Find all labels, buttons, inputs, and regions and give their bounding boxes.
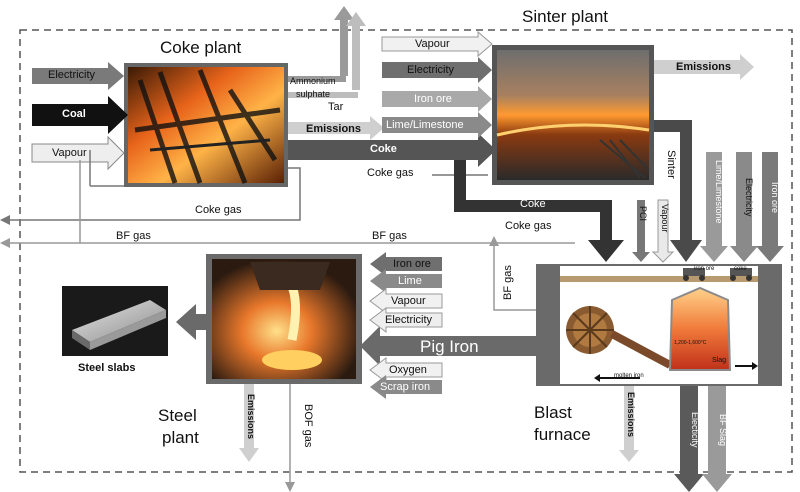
sinter-coke-label: Coke (520, 198, 546, 210)
bf-electricity-label: Electicity (690, 412, 700, 448)
blast-furnace-title-1: Blast (534, 403, 572, 422)
bf-input-lime: Lime/Limestone (714, 160, 724, 224)
steel-output-arrows (239, 384, 295, 492)
sketch-slag: Slag (712, 357, 727, 364)
steel-input-electricity: Electricity (385, 314, 433, 326)
coke-gas-lines (0, 150, 301, 225)
coke-input-arrows (31, 62, 128, 171)
coke-gas-label-2: Coke gas (195, 204, 242, 216)
blast-furnace-panel (536, 264, 782, 386)
bf-slag-label: BF Slag (718, 414, 728, 447)
system-boundary (19, 29, 793, 473)
ammonium-label-2: sulphate (296, 89, 331, 99)
pig-iron-label: Pig Iron (420, 337, 479, 356)
steel-plant-title-2: plant (162, 428, 199, 447)
bf-input-arrows (632, 152, 784, 263)
bf-gas-label-1: BF gas (116, 230, 151, 242)
coke-to-bf-arrow (454, 160, 624, 262)
steel-slabs-image (62, 286, 168, 356)
bf-input-electricity: Electricity (744, 178, 754, 217)
steel-input-iron-ore: Iron ore (393, 258, 431, 270)
coke-plant-title: Coke plant (160, 38, 242, 57)
sinter-input-iron-ore: Iron ore (414, 93, 452, 105)
blast-furnace-title-2: furnace (534, 425, 591, 444)
steel-input-arrows (369, 252, 443, 399)
steel-slabs-label: Steel slabs (78, 362, 136, 374)
bof-gas-label: BOF gas (302, 404, 314, 448)
steel-emissions-label: Emissions (246, 394, 256, 440)
sketch-coke: coke (734, 266, 747, 272)
coke-main-arrow (288, 133, 496, 167)
coke-plant-image (124, 63, 288, 187)
bf-input-iron-ore: Iron ore (770, 182, 780, 214)
sinter-input-vapour: Vapour (415, 38, 450, 50)
tar-label: Tar (328, 101, 344, 113)
pig-iron-arrow (360, 326, 536, 366)
coke-emissions-arrow (288, 116, 384, 140)
sinter-input-electricity: Electricity (407, 64, 455, 76)
steel-input-lime: Lime (398, 275, 422, 287)
sinter-plant-image (492, 45, 654, 185)
bf-output-arrows (619, 386, 732, 492)
bf-gas-lines (0, 160, 575, 311)
coke-input-vapour: Vapour (52, 147, 87, 159)
bf-input-pci: PCI (638, 206, 648, 222)
steel-input-scrap: Scrap iron (380, 381, 431, 393)
steel-plant-image (206, 254, 362, 384)
sketch-iron-ore: iron ore (694, 266, 715, 272)
sinter-input-arrows (381, 30, 493, 138)
sinter-input-lime: Lime/Limestone (386, 119, 464, 131)
coke-emissions-label: Emissions (306, 123, 362, 135)
sinter-label: Sinter (665, 150, 677, 179)
sinter-emissions-label: Emissions (676, 61, 732, 73)
steel-input-vapour: Vapour (391, 295, 426, 307)
sinter-to-bf-arrow (654, 120, 702, 262)
coke-input-electricity: Electricity (48, 69, 96, 81)
steel-input-oxygen: Oxygen (389, 364, 427, 376)
steel-plant-title-1: Steel (158, 406, 197, 425)
sinter-emissions-arrow (654, 54, 754, 80)
bf-gas-label-2: BF gas (372, 230, 407, 242)
bf-input-vapour: Vapour (660, 204, 670, 233)
ammonium-label-1: Ammonium (290, 76, 336, 86)
bf-gas-label-3: BF gas (502, 265, 514, 300)
sinter-plant-title: Sinter plant (522, 7, 608, 26)
coke-gas-label-3: Coke gas (505, 220, 552, 232)
coke-input-coal: Coal (62, 108, 86, 120)
coke-up-arrows (288, 6, 366, 98)
sketch-temp: 1,200-1,600°C (674, 340, 707, 346)
coke-gas-label-1: Coke gas (367, 167, 414, 179)
coke-main-label: Coke (370, 143, 397, 155)
bf-emissions-label: Emissions (626, 392, 636, 438)
sketch-molten-iron: molten iron (614, 373, 644, 379)
steel-to-slabs-arrow (176, 304, 206, 340)
